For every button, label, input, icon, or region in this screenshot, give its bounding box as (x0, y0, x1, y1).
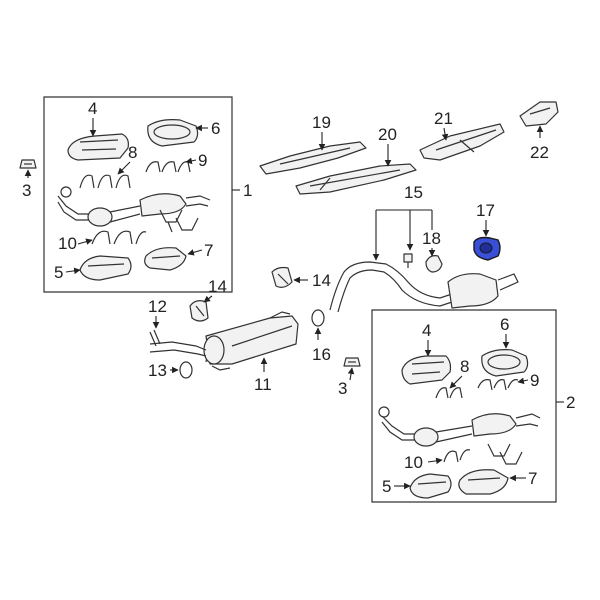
converter-cover-left[interactable] (147, 119, 199, 147)
bracket-set-10-right[interactable] (443, 443, 523, 465)
callout-8-right: 8 (449, 357, 469, 389)
svg-text:9: 9 (198, 151, 207, 170)
cushion-18[interactable] (425, 255, 443, 273)
svg-text:8: 8 (460, 357, 469, 376)
svg-text:17: 17 (476, 201, 495, 220)
callout-14-right: 14 (293, 271, 331, 290)
hanger-14-right[interactable] (271, 266, 293, 288)
svg-text:2: 2 (566, 393, 575, 412)
converter-shield-right[interactable] (458, 469, 509, 495)
svg-text:3: 3 (22, 181, 31, 200)
heat-shield-20[interactable] (295, 163, 417, 195)
callout-18: 18 (422, 229, 441, 257)
svg-text:12: 12 (148, 297, 167, 316)
gasket-13[interactable] (179, 361, 193, 379)
svg-text:6: 6 (211, 119, 220, 138)
callout-9-right: 9 (517, 371, 539, 390)
callout-3-left: 3 (22, 169, 31, 200)
callout-19: 19 (312, 113, 331, 151)
heat-shield-21[interactable] (419, 123, 505, 161)
callout-7-left: 7 (187, 241, 213, 260)
svg-text:3: 3 (338, 379, 347, 398)
svg-text:1: 1 (243, 181, 252, 200)
svg-text:19: 19 (312, 113, 331, 132)
svg-text:11: 11 (254, 375, 272, 394)
callout-13: 13 (148, 361, 179, 380)
callout-11: 11 (254, 357, 272, 394)
callout-21: 21 (434, 109, 453, 141)
bracket-set-9-right[interactable] (477, 379, 519, 391)
callout-15: 15 (372, 183, 433, 261)
callout-12: 12 (148, 297, 167, 329)
heat-shield-upper-left[interactable] (67, 133, 129, 161)
svg-text:4: 4 (88, 99, 97, 118)
callout-4-left: 4 (88, 99, 97, 137)
bracket-set-8-right[interactable] (435, 387, 463, 399)
svg-text:7: 7 (528, 469, 537, 488)
svg-text:13: 13 (148, 361, 167, 380)
svg-text:14: 14 (312, 271, 331, 290)
callout-5-left: 5 (54, 263, 81, 282)
svg-text:7: 7 (204, 241, 213, 260)
callout-8-left: 8 (117, 143, 137, 175)
callout-20: 20 (378, 125, 397, 167)
hanger-14-left[interactable] (189, 300, 209, 322)
bracket-pair-left[interactable] (159, 209, 199, 233)
gasket-16[interactable] (311, 309, 325, 327)
svg-text:5: 5 (54, 263, 63, 282)
callout-4-right: 4 (422, 321, 431, 357)
callout-7-right: 7 (509, 469, 537, 488)
svg-text:16: 16 (312, 345, 331, 364)
callout-17: 17 (476, 201, 495, 237)
svg-text:8: 8 (128, 143, 137, 162)
center-pipe-15[interactable] (329, 261, 519, 313)
bracket-set-10-left[interactable] (91, 230, 147, 245)
gasket-3-center[interactable] (343, 357, 361, 367)
svg-text:4: 4 (422, 321, 431, 340)
heat-shield-upper-right[interactable] (401, 355, 452, 385)
callout-3-center: 3 (338, 367, 355, 398)
svg-text:10: 10 (404, 453, 423, 472)
converter-cover-right[interactable] (481, 349, 529, 377)
heat-shield-19[interactable] (259, 141, 367, 175)
svg-text:9: 9 (530, 371, 539, 390)
catalytic-converter-pipe-left[interactable] (57, 186, 211, 227)
bracket-set-9-left[interactable] (145, 161, 191, 173)
callout-2: 2 (556, 393, 575, 412)
svg-text:20: 20 (378, 125, 397, 144)
catalytic-converter-pipe-right[interactable] (378, 406, 541, 447)
callout-1: 1 (232, 181, 252, 200)
svg-text:22: 22 (530, 143, 549, 162)
svg-text:5: 5 (382, 477, 391, 496)
callout-10-left: 10 (58, 234, 93, 253)
svg-text:6: 6 (500, 315, 509, 334)
callout-10-right: 10 (404, 453, 443, 472)
callout-9-left: 9 (185, 151, 207, 170)
svg-text:21: 21 (434, 109, 453, 128)
exhaust-hanger-17-highlighted[interactable] (473, 236, 501, 261)
svg-text:18: 18 (422, 229, 441, 248)
assembly-box-left (43, 96, 233, 293)
heat-shield-22[interactable] (519, 101, 559, 127)
svg-text:10: 10 (58, 234, 77, 253)
gasket-3-left[interactable] (19, 159, 37, 169)
bolt-15[interactable] (403, 253, 413, 268)
assembly-box-right (371, 309, 557, 503)
bracket-set-8-left[interactable] (79, 174, 131, 189)
callout-14-left: 14 (203, 277, 227, 303)
muffler-11[interactable] (149, 311, 299, 371)
callout-5-right: 5 (382, 477, 411, 496)
svg-text:14: 14 (208, 277, 227, 296)
heat-shield-lower-left[interactable] (79, 255, 132, 281)
callout-22: 22 (530, 125, 549, 162)
callout-6-left: 6 (195, 119, 220, 138)
stud-12[interactable] (149, 329, 161, 347)
svg-text:15: 15 (404, 183, 423, 202)
heat-shield-lower-right[interactable] (409, 473, 452, 499)
converter-shield-left[interactable] (144, 247, 187, 271)
callout-16: 16 (312, 327, 331, 364)
callout-6-right: 6 (500, 315, 509, 349)
